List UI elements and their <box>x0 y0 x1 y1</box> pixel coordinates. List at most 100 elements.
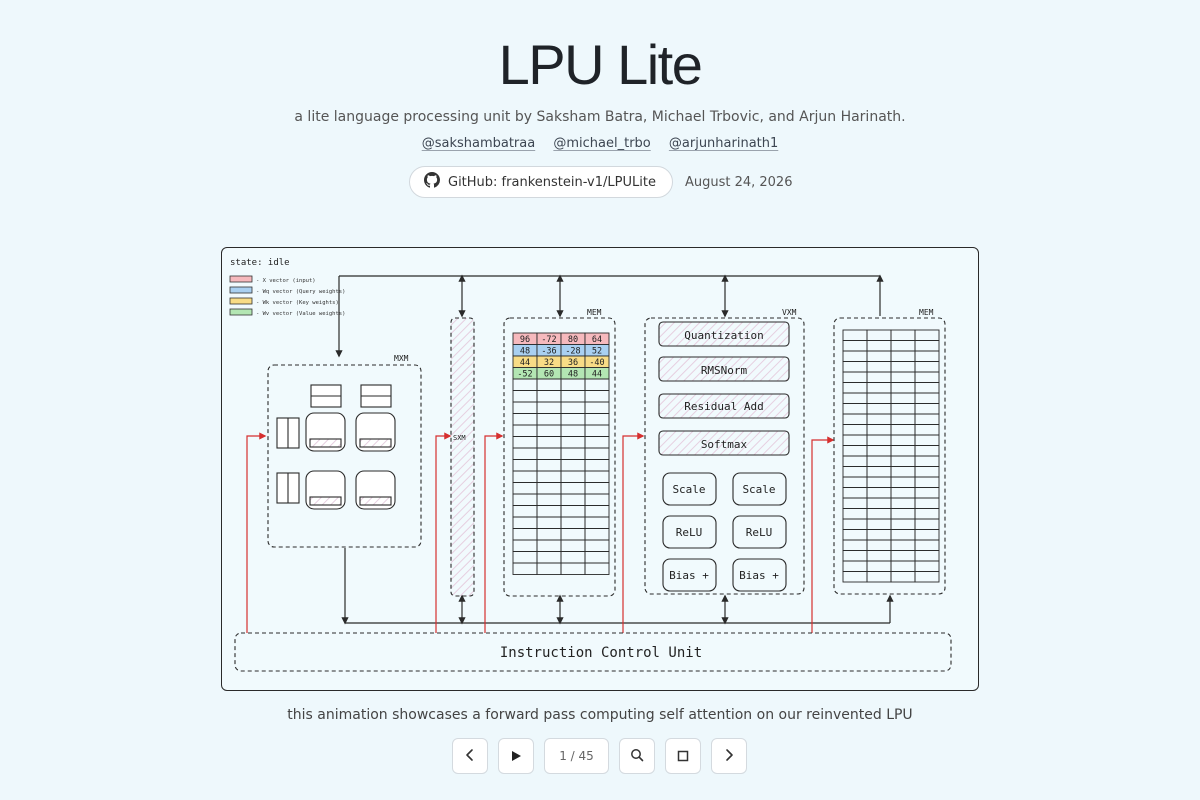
mem-cell <box>842 382 868 394</box>
mem-cell <box>842 539 868 551</box>
stop-button[interactable] <box>665 738 701 774</box>
state-label: state: idle <box>230 258 290 268</box>
mem-cell <box>890 403 916 415</box>
legend-swatch <box>229 286 253 294</box>
next-button[interactable] <box>711 738 747 774</box>
mem2-block: MEM <box>833 308 946 595</box>
mem-cell <box>842 466 868 478</box>
svg-text:MEM: MEM <box>587 308 602 317</box>
handle-link-michael[interactable]: @michael_trbo <box>553 136 651 151</box>
mem-cell <box>890 571 916 583</box>
mem-value: -28 <box>565 347 580 357</box>
mem-cell <box>560 562 586 575</box>
mem-cell <box>890 455 916 467</box>
mem-cell <box>584 401 610 414</box>
vxm-relu-left: ReLU <box>662 515 717 549</box>
play-button[interactable] <box>498 738 534 774</box>
mem-cell <box>536 516 562 529</box>
mem-cell <box>584 516 610 529</box>
mem-cell <box>536 551 562 564</box>
svg-text:Bias +: Bias + <box>739 569 779 582</box>
mem-cell <box>866 424 892 436</box>
search-icon <box>630 747 644 766</box>
mem-cell <box>584 447 610 460</box>
mem-cell <box>866 361 892 373</box>
mem-cell <box>866 466 892 478</box>
legend-item: - X vector (input) <box>229 275 316 284</box>
mem-cell <box>890 434 916 446</box>
mem-cell <box>866 445 892 457</box>
github-button[interactable]: GitHub: frankenstein-v1/LPULite <box>409 166 673 198</box>
mem-cell <box>914 329 940 341</box>
mem-cell <box>584 528 610 541</box>
handle-link-saksham[interactable]: @sakshambatraa <box>421 136 536 151</box>
mem-cell <box>842 361 868 373</box>
mem-cell <box>560 539 586 552</box>
stop-icon <box>677 747 689 766</box>
animation-caption: this animation showcases a forward pass … <box>287 707 913 723</box>
mem-cell <box>512 424 538 437</box>
mem-value: -36 <box>541 347 556 357</box>
mem-cell <box>842 529 868 541</box>
mem-cell <box>914 487 940 499</box>
svg-text:- Wv vector (Value weights): - Wv vector (Value weights) <box>256 311 345 317</box>
svg-text:- Wq vector (Query weights): - Wq vector (Query weights) <box>256 289 345 295</box>
mem-cell <box>536 470 562 483</box>
mem-cell <box>560 378 586 391</box>
mem-cell <box>560 447 586 460</box>
vxm-scale-left: Scale <box>662 472 717 506</box>
mem-cell <box>584 505 610 518</box>
mem-cell <box>560 470 586 483</box>
mem-cell <box>584 436 610 449</box>
mem-cell <box>512 470 538 483</box>
svg-text:ReLU: ReLU <box>746 526 773 539</box>
mem-cell <box>866 550 892 562</box>
mem-cell <box>866 497 892 509</box>
mem-cell <box>584 482 610 495</box>
mem-cell <box>512 562 538 575</box>
prev-button[interactable] <box>452 738 488 774</box>
mem-cell <box>866 476 892 488</box>
vxm-op-quantization: Quantization <box>658 321 790 347</box>
mem-cell <box>866 371 892 383</box>
mem-cell <box>536 562 562 575</box>
mem-value: -52 <box>517 370 532 380</box>
mem-cell <box>866 382 892 394</box>
mem-cell <box>584 562 610 575</box>
mem-value: 60 <box>544 370 554 380</box>
mem-cell <box>560 401 586 414</box>
mem-cell <box>842 560 868 572</box>
mem-cell <box>890 550 916 562</box>
top-bus <box>335 274 884 358</box>
page-subtitle: a lite language processing unit by Saksh… <box>294 109 906 125</box>
mem-cell <box>560 436 586 449</box>
control-signals <box>246 432 835 633</box>
mem-cell <box>584 424 610 437</box>
svg-text:- X vector (input): - X vector (input) <box>256 278 316 284</box>
mem-cell <box>512 516 538 529</box>
mem-cell <box>584 551 610 564</box>
step-counter: 1 / 45 <box>544 738 609 774</box>
mem-value: 48 <box>520 347 530 357</box>
mem-cell <box>890 350 916 362</box>
mem-cell <box>536 424 562 437</box>
mem-cell <box>536 505 562 518</box>
mem-value: 96 <box>520 335 530 345</box>
mem-cell <box>890 529 916 541</box>
handle-link-arjun[interactable]: @arjunharinath1 <box>668 136 779 151</box>
mem-cell <box>890 340 916 352</box>
mem-value: 48 <box>568 370 578 380</box>
vxm-bias-right: Bias + <box>732 558 787 592</box>
mem-cell <box>890 392 916 404</box>
vxm-bias-left: Bias + <box>662 558 717 592</box>
mem-cell <box>842 571 868 583</box>
mem-cell <box>536 447 562 460</box>
svg-text:SXM: SXM <box>453 434 466 442</box>
mem-cell <box>512 505 538 518</box>
mem-cell <box>584 378 610 391</box>
zoom-button[interactable] <box>619 738 655 774</box>
lpu-diagram-svg: state: idle - X vector (input) - Wq vect… <box>229 258 952 672</box>
mem-cell <box>584 413 610 426</box>
mem-cell <box>914 361 940 373</box>
